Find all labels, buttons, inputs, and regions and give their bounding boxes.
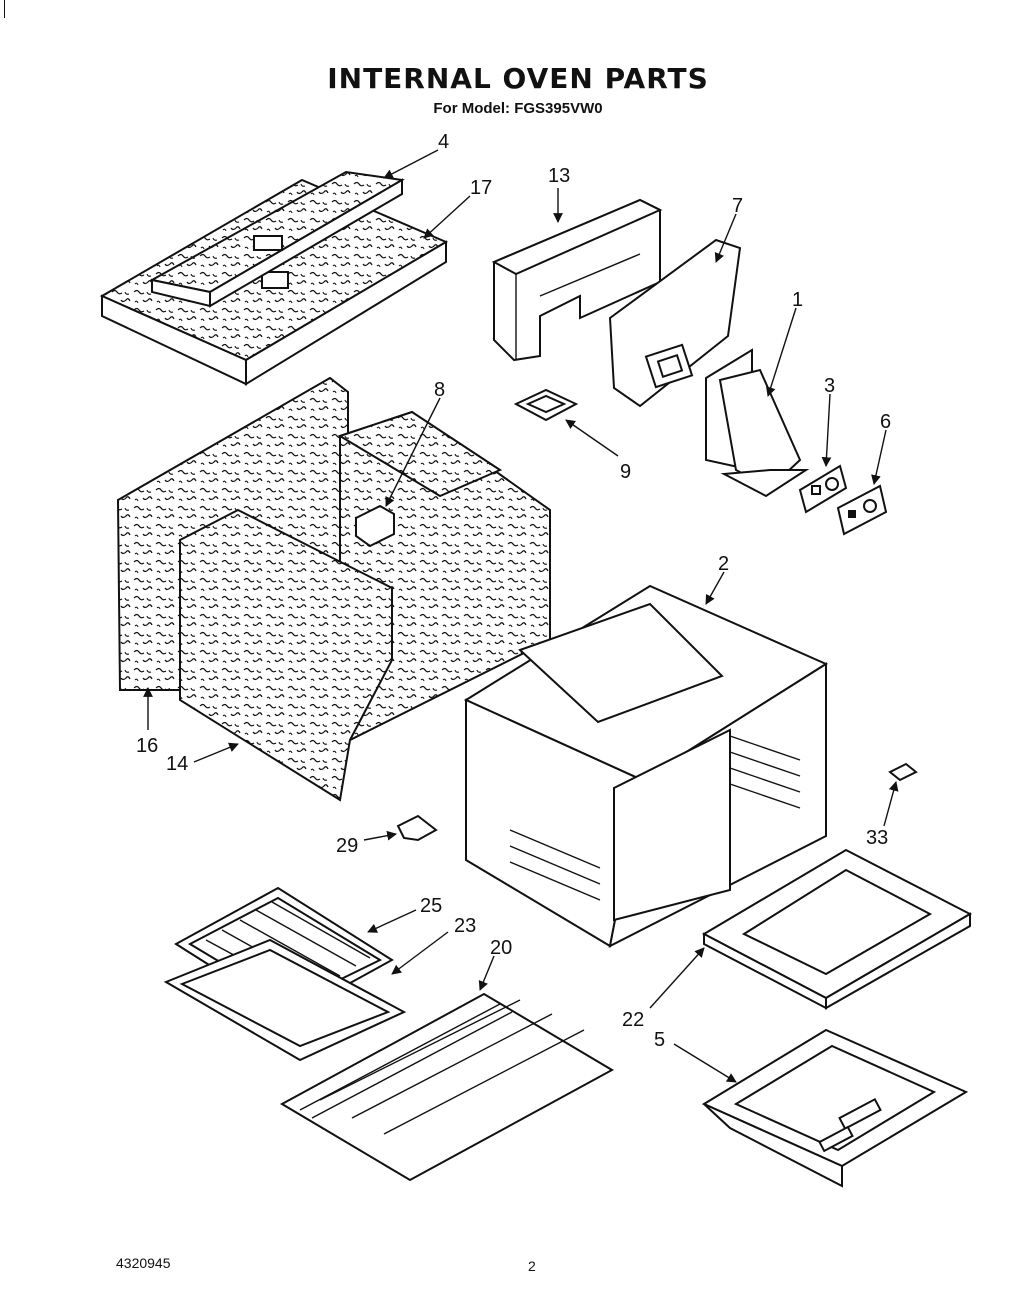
callout-13: 13 bbox=[548, 165, 570, 187]
part-9-gasket bbox=[513, 388, 579, 422]
callout-22: 22 bbox=[622, 1009, 644, 1031]
leader-lines bbox=[143, 149, 899, 1083]
part-3-plate bbox=[798, 464, 848, 514]
part-33-clip bbox=[888, 762, 918, 782]
page-number: 2 bbox=[528, 1258, 536, 1274]
document-number: 4320945 bbox=[116, 1255, 171, 1271]
callout-16: 16 bbox=[136, 735, 158, 757]
callout-17: 17 bbox=[470, 177, 492, 199]
callout-labels: 4 17 13 7 1 3 6 8 9 2 16 14 29 33 25 23 … bbox=[136, 131, 891, 1051]
model-subtitle: For Model: FGS395VW0 bbox=[433, 100, 603, 117]
callout-9: 9 bbox=[620, 461, 631, 483]
part-1-flue bbox=[705, 348, 810, 498]
part-8-bracket bbox=[355, 504, 395, 548]
callout-5: 5 bbox=[654, 1029, 665, 1051]
part-7-bracket bbox=[608, 238, 742, 408]
part-4-insulation-strip bbox=[149, 170, 405, 308]
callout-29: 29 bbox=[336, 835, 358, 857]
callout-23: 23 bbox=[454, 915, 476, 937]
margin-mark bbox=[4, 0, 5, 18]
callout-33: 33 bbox=[866, 827, 888, 849]
callout-14: 14 bbox=[166, 753, 188, 775]
part-29-clip bbox=[396, 814, 438, 842]
callout-20: 20 bbox=[490, 937, 512, 959]
callout-6: 6 bbox=[880, 411, 891, 433]
callout-4: 4 bbox=[438, 131, 449, 153]
callout-1: 1 bbox=[792, 289, 803, 311]
callout-8: 8 bbox=[434, 379, 445, 401]
callout-25: 25 bbox=[420, 895, 442, 917]
part-13-duct bbox=[491, 198, 663, 362]
part-20-oven-rack bbox=[279, 992, 615, 1182]
part-6-plate bbox=[836, 484, 888, 536]
part-22-bottom-panel bbox=[701, 848, 973, 1010]
part-5-burner-box bbox=[701, 1028, 969, 1188]
page-title: INTERNAL OVEN PARTS bbox=[327, 62, 709, 95]
callout-2: 2 bbox=[718, 553, 729, 575]
callout-7: 7 bbox=[732, 195, 743, 217]
part-2-oven-cavity bbox=[463, 584, 829, 948]
part-17-top-insulation bbox=[99, 178, 449, 386]
part-23-broiler-pan bbox=[163, 938, 407, 1062]
callout-3: 3 bbox=[824, 375, 835, 397]
